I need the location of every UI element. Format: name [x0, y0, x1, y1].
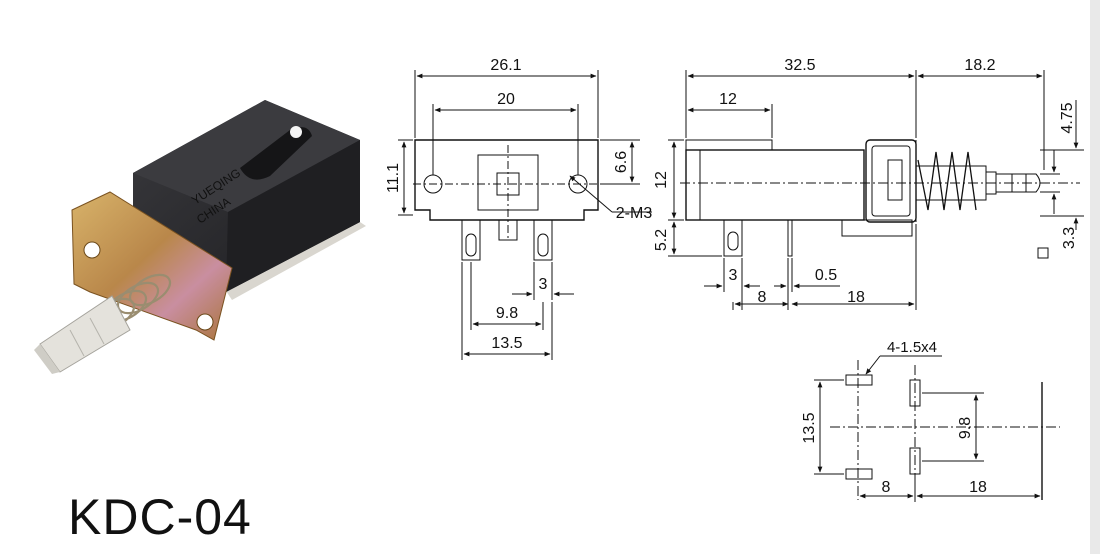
housing-base — [220, 222, 366, 300]
pcb-footprint-labels: 4-1.5x4 13.5 9.8 8 18 — [801, 339, 987, 496]
dim-footprint-horizontal-1: 8 — [882, 479, 891, 496]
dim-body-length: 32.5 — [784, 57, 815, 74]
dim-plunger-dia-a: 4.75 — [1059, 102, 1076, 133]
callout-slots: 4-1.5x4 — [887, 339, 937, 356]
mount-bracket — [71, 191, 233, 341]
product-photo: YUEQING CHINA — [34, 100, 366, 374]
pcb-footprint — [814, 355, 1060, 502]
housing-lever — [240, 127, 312, 180]
dim-body-height: 12 — [653, 171, 670, 189]
dim-pin-offset-1: 8 — [758, 289, 767, 306]
dim-pin-offset-2: 18 — [847, 289, 865, 306]
lever-dot — [290, 126, 302, 138]
dim-footprint-vertical-outer: 13.5 — [801, 412, 818, 443]
dim-pin-length: 5.2 — [653, 229, 670, 251]
dim-plunger-length: 18.2 — [964, 57, 995, 74]
front-view-labels: 26.1 20 11.1 6.6 2-M3 3 9.8 13.5 — [385, 57, 652, 352]
callout-2-m3: 2-M3 — [616, 205, 653, 222]
plunger — [39, 295, 131, 373]
side-view-labels: 32.5 18.2 12 12 5.2 4.75 3.3 3 0.5 8 18 — [653, 57, 1078, 306]
dim-width-overall: 26.1 — [490, 57, 521, 74]
dim-height: 11.1 — [385, 163, 402, 193]
page-edge — [1090, 0, 1100, 554]
dim-plunger-dia-b: 3.3 — [1061, 227, 1078, 249]
dim-pin-spacing-outer: 13.5 — [491, 335, 522, 352]
side-view — [668, 70, 1084, 310]
front-view — [398, 70, 652, 360]
bracket-hole-right — [196, 313, 214, 331]
dim-top-step: 12 — [719, 91, 737, 108]
housing-side-face — [226, 140, 360, 292]
dim-hole-offset: 6.6 — [613, 151, 630, 173]
dim-pin-width: 3 — [539, 276, 548, 293]
plunger-end — [34, 344, 60, 374]
dim-terminal-thickness: 0.5 — [815, 267, 837, 284]
dim-footprint-vertical-inner: 9.8 — [957, 417, 974, 439]
model-title: KDC-04 — [68, 489, 252, 545]
dim-hole-spacing: 20 — [497, 91, 515, 108]
dim-side-pin-width: 3 — [729, 267, 738, 284]
bracket-hole-left — [83, 241, 101, 259]
dim-footprint-horizontal-2: 18 — [969, 479, 987, 496]
dim-pin-spacing-inner: 9.8 — [496, 305, 518, 322]
